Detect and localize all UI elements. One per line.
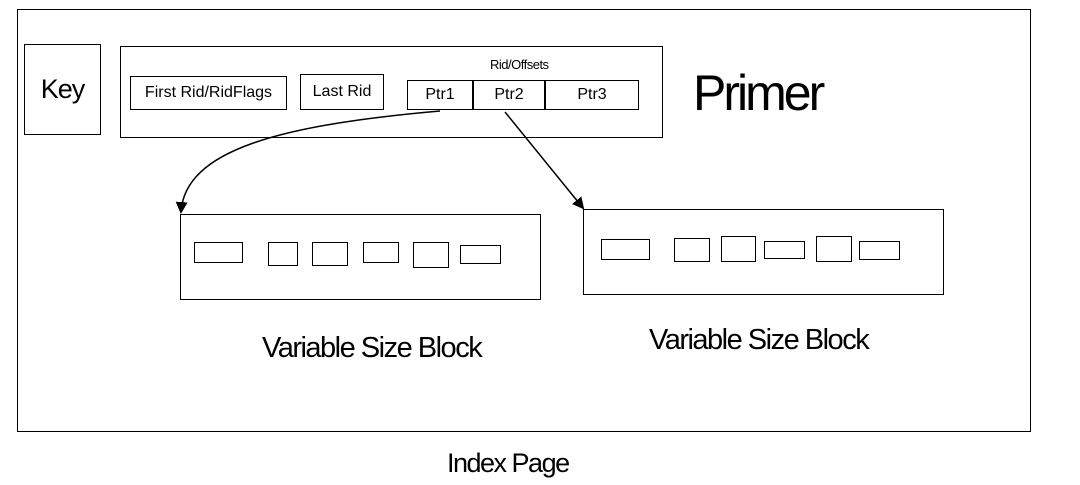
block-slot — [268, 242, 298, 266]
block-left-caption: Variable Size Block — [262, 332, 483, 364]
arrow-ptr1-to-left-block — [175, 110, 441, 214]
block-right-caption: Variable Size Block — [649, 324, 870, 356]
block-slot — [859, 241, 900, 260]
rid-offsets-label: Rid/Offsets — [490, 57, 549, 72]
block-slot — [601, 239, 650, 260]
pointer-divider — [472, 80, 474, 110]
pointer-cell: Ptr1 — [407, 80, 473, 110]
pointer-array — [407, 80, 639, 110]
block-slot — [674, 238, 710, 262]
key-box: Key — [24, 44, 101, 135]
pointer-label: Ptr1 — [425, 86, 455, 103]
block-slot — [312, 242, 348, 266]
block-slot — [413, 242, 449, 268]
pointer-cell: Ptr2 — [473, 80, 545, 110]
key-label: Key — [40, 74, 86, 104]
index-page-caption: Index Page — [447, 448, 570, 478]
first-rid-label: First Rid/RidFlags — [144, 84, 273, 101]
primer-label: Primer — [693, 65, 825, 121]
pointer-cell: Ptr3 — [545, 80, 639, 110]
block-slot — [460, 245, 501, 264]
block-slot — [816, 236, 852, 262]
pointer-divider — [544, 80, 546, 110]
first-rid-field: First Rid/RidFlags — [130, 76, 287, 110]
block-slot — [764, 241, 805, 259]
block-slot — [194, 242, 243, 263]
pointer-label: Ptr2 — [494, 86, 524, 103]
pointer-label: Ptr3 — [577, 86, 607, 103]
block-slot — [721, 236, 756, 262]
block-slot — [363, 242, 399, 263]
last-rid-field: Last Rid — [300, 74, 384, 110]
last-rid-label: Last Rid — [312, 83, 372, 100]
arrow-ptr2-to-right-block — [504, 111, 585, 210]
